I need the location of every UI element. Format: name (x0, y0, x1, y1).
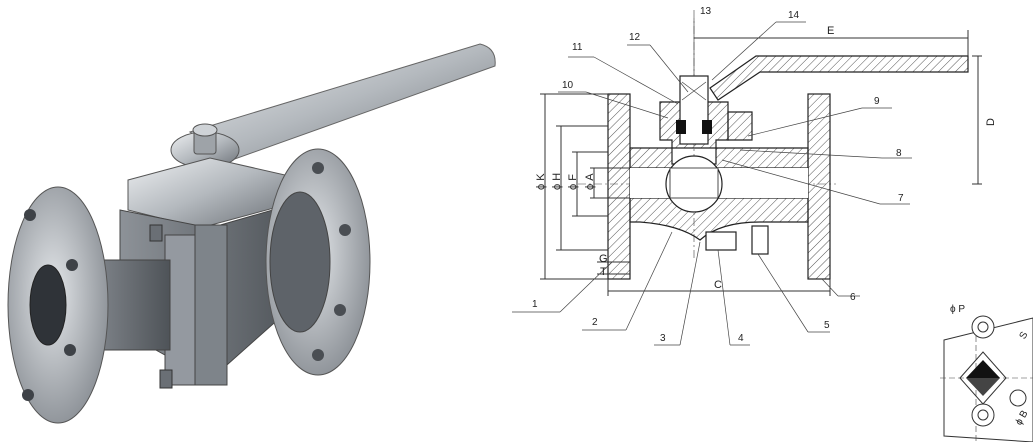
callout-13: 13 (700, 6, 712, 17)
valve-photo (7, 43, 496, 424)
callout-7: 7 (898, 193, 904, 204)
callout-14: 14 (788, 10, 800, 21)
callout-8: 8 (896, 148, 902, 159)
callout-12: 12 (629, 32, 641, 43)
callout-3: 3 (660, 333, 666, 344)
flange-bore (29, 264, 67, 346)
valve-handle (188, 43, 496, 161)
dim-T: T (600, 266, 607, 278)
callout-11: 11 (572, 42, 583, 53)
callout-1: 1 (532, 299, 538, 310)
dim-D: D (985, 118, 997, 126)
callout-6: 6 (850, 292, 856, 303)
dim-C: C (714, 279, 722, 291)
dim-phiA: ϕ A (584, 173, 596, 190)
dim-phiK: ϕ K (535, 173, 547, 190)
dim-E: E (827, 25, 834, 37)
callout-5: 5 (824, 320, 830, 331)
dim-G: G (599, 253, 608, 265)
dim-phiF: ϕ F (567, 174, 579, 190)
callout-10: 10 (562, 80, 574, 91)
dim-phiP: ϕ P (950, 304, 965, 315)
sectional-drawing: E D C ϕ K ϕ H ϕ F ϕ A G T 1 2 3 4 5 6 7 … (512, 6, 997, 346)
callout-2: 2 (592, 317, 598, 328)
dim-S: S (1018, 330, 1031, 342)
dim-phiH: ϕ H (551, 173, 563, 190)
callout-9: 9 (874, 96, 880, 107)
handle-section (709, 55, 969, 101)
callout-4: 4 (738, 333, 744, 344)
top-flange-detail: ϕ P S ϕ B (940, 304, 1033, 442)
